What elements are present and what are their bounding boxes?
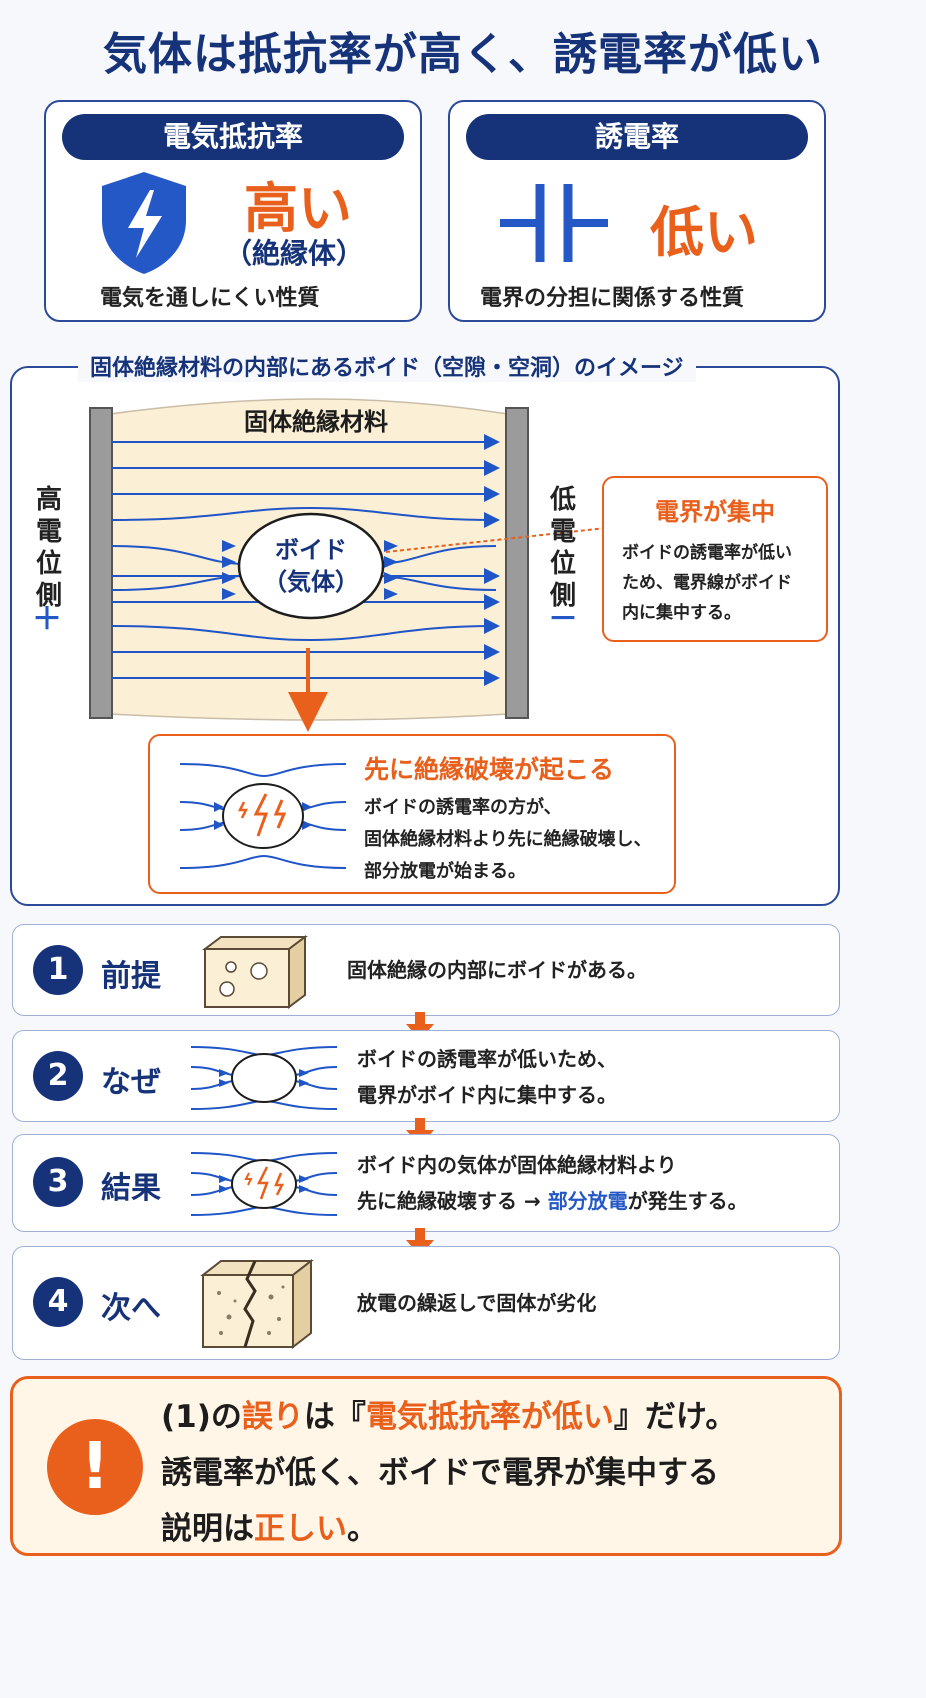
step-label: 前提 <box>101 959 161 994</box>
permittivity-value: 低い <box>650 201 758 264</box>
step-label: 結果 <box>101 1171 161 1206</box>
concentration-title: 電界が集中 <box>655 498 775 526</box>
resistivity-desc: 電気を通しにくい性質 <box>100 286 320 311</box>
high-potential-label: 高 電 位 側 <box>35 485 62 611</box>
exclamation-icon: ! <box>47 1419 143 1515</box>
field-diagram <box>89 398 607 732</box>
resistivity-card: 電気抵抗率 高い （絶縁体） 電気を通しにくい性質 <box>44 100 422 322</box>
step-number: 4 <box>33 1277 83 1327</box>
section-title: 固体絶縁材料の内部にあるボイド（空隙・空洞）のイメージ <box>78 350 696 382</box>
permittivity-header: 誘電率 <box>466 114 808 160</box>
resistivity-header: 電気抵抗率 <box>62 114 404 160</box>
plus-sign: ＋ <box>32 602 62 637</box>
resistivity-value: 高い <box>244 177 352 240</box>
breakdown-text: ボイドの誘電率の方が、 固体絶縁材料より先に絶縁破壊し、 部分放電が始まる。 <box>364 797 652 882</box>
resistivity-sub: （絶縁体） <box>224 237 365 270</box>
highlight-partial-discharge: 部分放電 <box>547 1189 628 1213</box>
step-4: 4 次へ 放電の繰返しで固体が劣化 <box>12 1246 840 1360</box>
step-1: 1 前提 固体絶縁の内部にボイドがある。 <box>12 924 840 1016</box>
step-text: 放電の繰返しで固体が劣化 <box>357 1291 597 1315</box>
step-number: 2 <box>33 1051 83 1101</box>
concentration-box: 電界が集中 ボイドの誘電率が低い ため、電界線がボイド 内に集中する。 <box>602 476 828 642</box>
conclusion-text: (1)の誤りは『電気抵抗率が低い』だけ。 誘電率が低く、ボイドで電界が集中する … <box>161 1399 737 1547</box>
shield-lightning-icon <box>102 172 186 274</box>
step-2: 2 なぜ ボイドの誘電率が低いため、 電界がボイド内に集中する。 <box>12 1030 840 1122</box>
low-potential-label: 低 電 位 側 <box>549 485 576 611</box>
step-label: なぜ <box>101 1065 161 1100</box>
step-text: ボイドの誘電率が低いため、 電界がボイド内に集中する。 <box>357 1047 617 1107</box>
step-number: 1 <box>33 945 83 995</box>
permittivity-card: 誘電率 低い 電界の分担に関係する性質 <box>448 100 826 322</box>
void-discharge-icon <box>179 763 347 869</box>
conclusion-box: ! (1)の誤りは『電気抵抗率が低い』だけ。 誘電率が低く、ボイドで電界が集中す… <box>10 1376 842 1556</box>
void-label-1: ボイド <box>275 536 347 564</box>
minus-sign: － <box>548 602 578 637</box>
concentration-text: ボイドの誘電率が低い ため、電界線がボイド 内に集中する。 <box>622 543 792 623</box>
field-concentration-icon <box>190 1046 338 1110</box>
breakdown-title: 先に絶縁破壊が起こる <box>364 755 615 784</box>
step-label: 次へ <box>101 1291 161 1326</box>
step-3: 3 結果 ボイド内の気体が固体絶縁材料より 先に絶縁破壊する → 部分放電が発生… <box>12 1134 840 1232</box>
permittivity-desc: 電界の分担に関係する性質 <box>480 286 745 311</box>
breakdown-box: 先に絶縁破壊が起こる ボイドの誘電率の方が、 固体絶縁材料より先に絶縁破壊し、 … <box>148 734 676 894</box>
cracked-block-icon <box>200 1258 314 1350</box>
step-text: 固体絶縁の内部にボイドがある。 <box>347 958 647 982</box>
page-title: 気体は抵抗率が高く、誘電率が低い <box>103 29 823 80</box>
step-text: ボイド内の気体が固体絶縁材料より 先に絶縁破壊する → 部分放電が発生する。 <box>357 1153 748 1213</box>
step-number: 3 <box>33 1157 83 1207</box>
void-discharge-icon <box>190 1152 338 1216</box>
material-label: 固体絶縁材料 <box>244 408 388 436</box>
block-with-voids-icon <box>202 935 308 1009</box>
capacitor-icon <box>500 184 608 262</box>
void-label-2: （気体） <box>263 568 359 596</box>
